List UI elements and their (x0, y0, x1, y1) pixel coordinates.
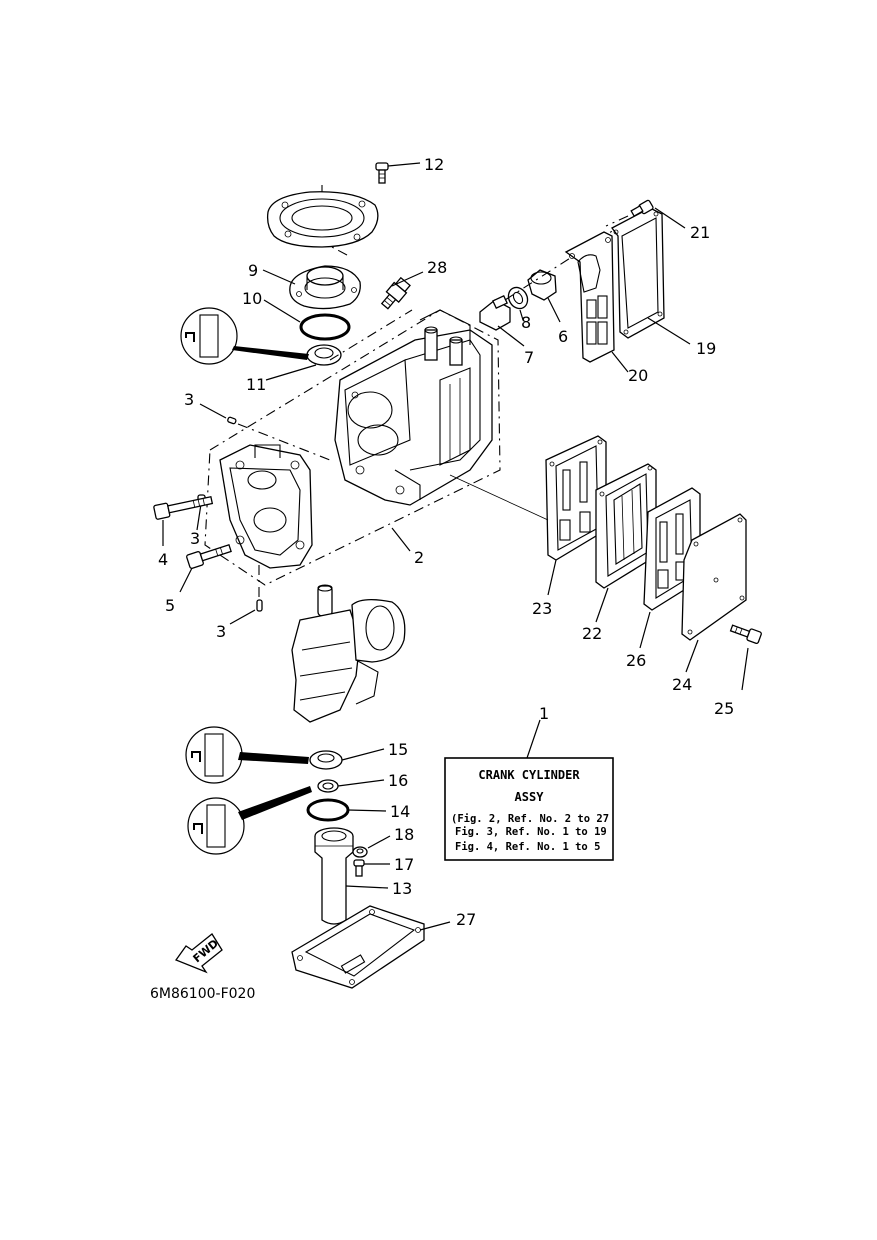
part-9-housing (262, 265, 361, 310)
part-25-bolt (729, 624, 762, 691)
callout-17: 17 (394, 855, 414, 874)
assy-box: CRANK CYLINDER ASSY (Fig. 2, Ref. No. 2 … (444, 757, 614, 861)
callout-15: 15 (388, 740, 408, 759)
callout-7: 7 (524, 348, 534, 367)
callout-6: 6 (558, 327, 568, 346)
part-13-sleeve (314, 827, 389, 925)
part-21-bolt (605, 199, 686, 229)
part-3-dowel-upper (199, 403, 331, 461)
part-5-bolt (179, 543, 232, 593)
part-16-seal (317, 779, 385, 793)
callout-3: 3 (190, 529, 200, 548)
callout-28: 28 (427, 258, 447, 277)
assy-box-line4: Fig. 3, Ref. No. 1 to 19 (455, 826, 607, 838)
callout-8: 8 (521, 313, 531, 332)
callout-10: 10 (242, 289, 262, 308)
part-28-spark-plug (380, 271, 424, 310)
top-cover-plate (266, 185, 379, 248)
crankcase (219, 444, 313, 569)
part-18-washer (352, 835, 391, 858)
callout-3: 3 (184, 390, 194, 409)
callout-22: 22 (582, 624, 602, 643)
callout-26: 26 (626, 651, 646, 670)
part-2-leader (391, 527, 411, 552)
callout-3: 3 (216, 622, 226, 641)
guide-line (329, 245, 348, 256)
part-20-gasket (564, 231, 629, 373)
part-12-bolt (375, 162, 421, 184)
callout-19: 19 (696, 339, 716, 358)
part-15-oil-seal (309, 748, 385, 770)
part-19-cover (611, 207, 691, 345)
callout-5: 5 (165, 596, 175, 615)
callout-18: 18 (394, 825, 414, 844)
callout-9: 9 (248, 261, 258, 280)
part-24-plate (681, 513, 747, 673)
part-4-long-bolt (153, 495, 214, 546)
grease-detail-top (180, 307, 309, 365)
part-6-cap (527, 269, 561, 323)
callout-1: 1 (539, 704, 549, 723)
callout-24: 24 (672, 675, 692, 694)
guide-line (329, 309, 413, 361)
callout-25: 25 (714, 699, 734, 718)
assy-box-line2: ASSY (515, 790, 545, 804)
callout-12: 12 (424, 155, 444, 174)
part-10-o-ring (263, 299, 351, 341)
callout-14: 14 (390, 802, 410, 821)
callout-16: 16 (388, 771, 408, 790)
callout-20: 20 (628, 366, 648, 385)
assy-box-line3: (Fig. 2, Ref. No. 2 to 27 (451, 813, 609, 825)
part-8-gasket (507, 286, 529, 321)
part-14-o-ring (306, 798, 387, 822)
part-11-oil-seal (265, 344, 342, 381)
callout-23: 23 (532, 599, 552, 618)
assy-box-line1: CRANK CYLINDER (478, 768, 580, 782)
part-7-thermostat (479, 294, 525, 347)
part-22-reed-valve (595, 463, 657, 623)
callout-11: 11 (246, 375, 266, 394)
crankshaft (291, 584, 406, 723)
assy-box-line5: Fig. 4, Ref. No. 1 to 5 (455, 841, 600, 853)
callout-2: 2 (414, 548, 424, 567)
grease-detail-15 (185, 726, 309, 784)
fwd-arrow-icon: FWD (174, 933, 223, 974)
part-17-screw (353, 859, 390, 877)
part-27-gasket (291, 905, 451, 989)
grease-detail-16 (187, 786, 312, 855)
part-1-leader (526, 719, 541, 759)
callout-21: 21 (690, 223, 710, 242)
part-3-dowel-lower (229, 565, 263, 625)
cylinder-block (204, 309, 501, 586)
figure-code: 6M86100-F020 (150, 986, 255, 1002)
callout-27: 27 (456, 910, 476, 929)
callout-numbers: 1 2 3 3 3 4 5 6 7 8 9 10 11 12 13 14 15 … (158, 155, 734, 929)
callout-4: 4 (158, 550, 168, 569)
callout-13: 13 (392, 879, 412, 898)
